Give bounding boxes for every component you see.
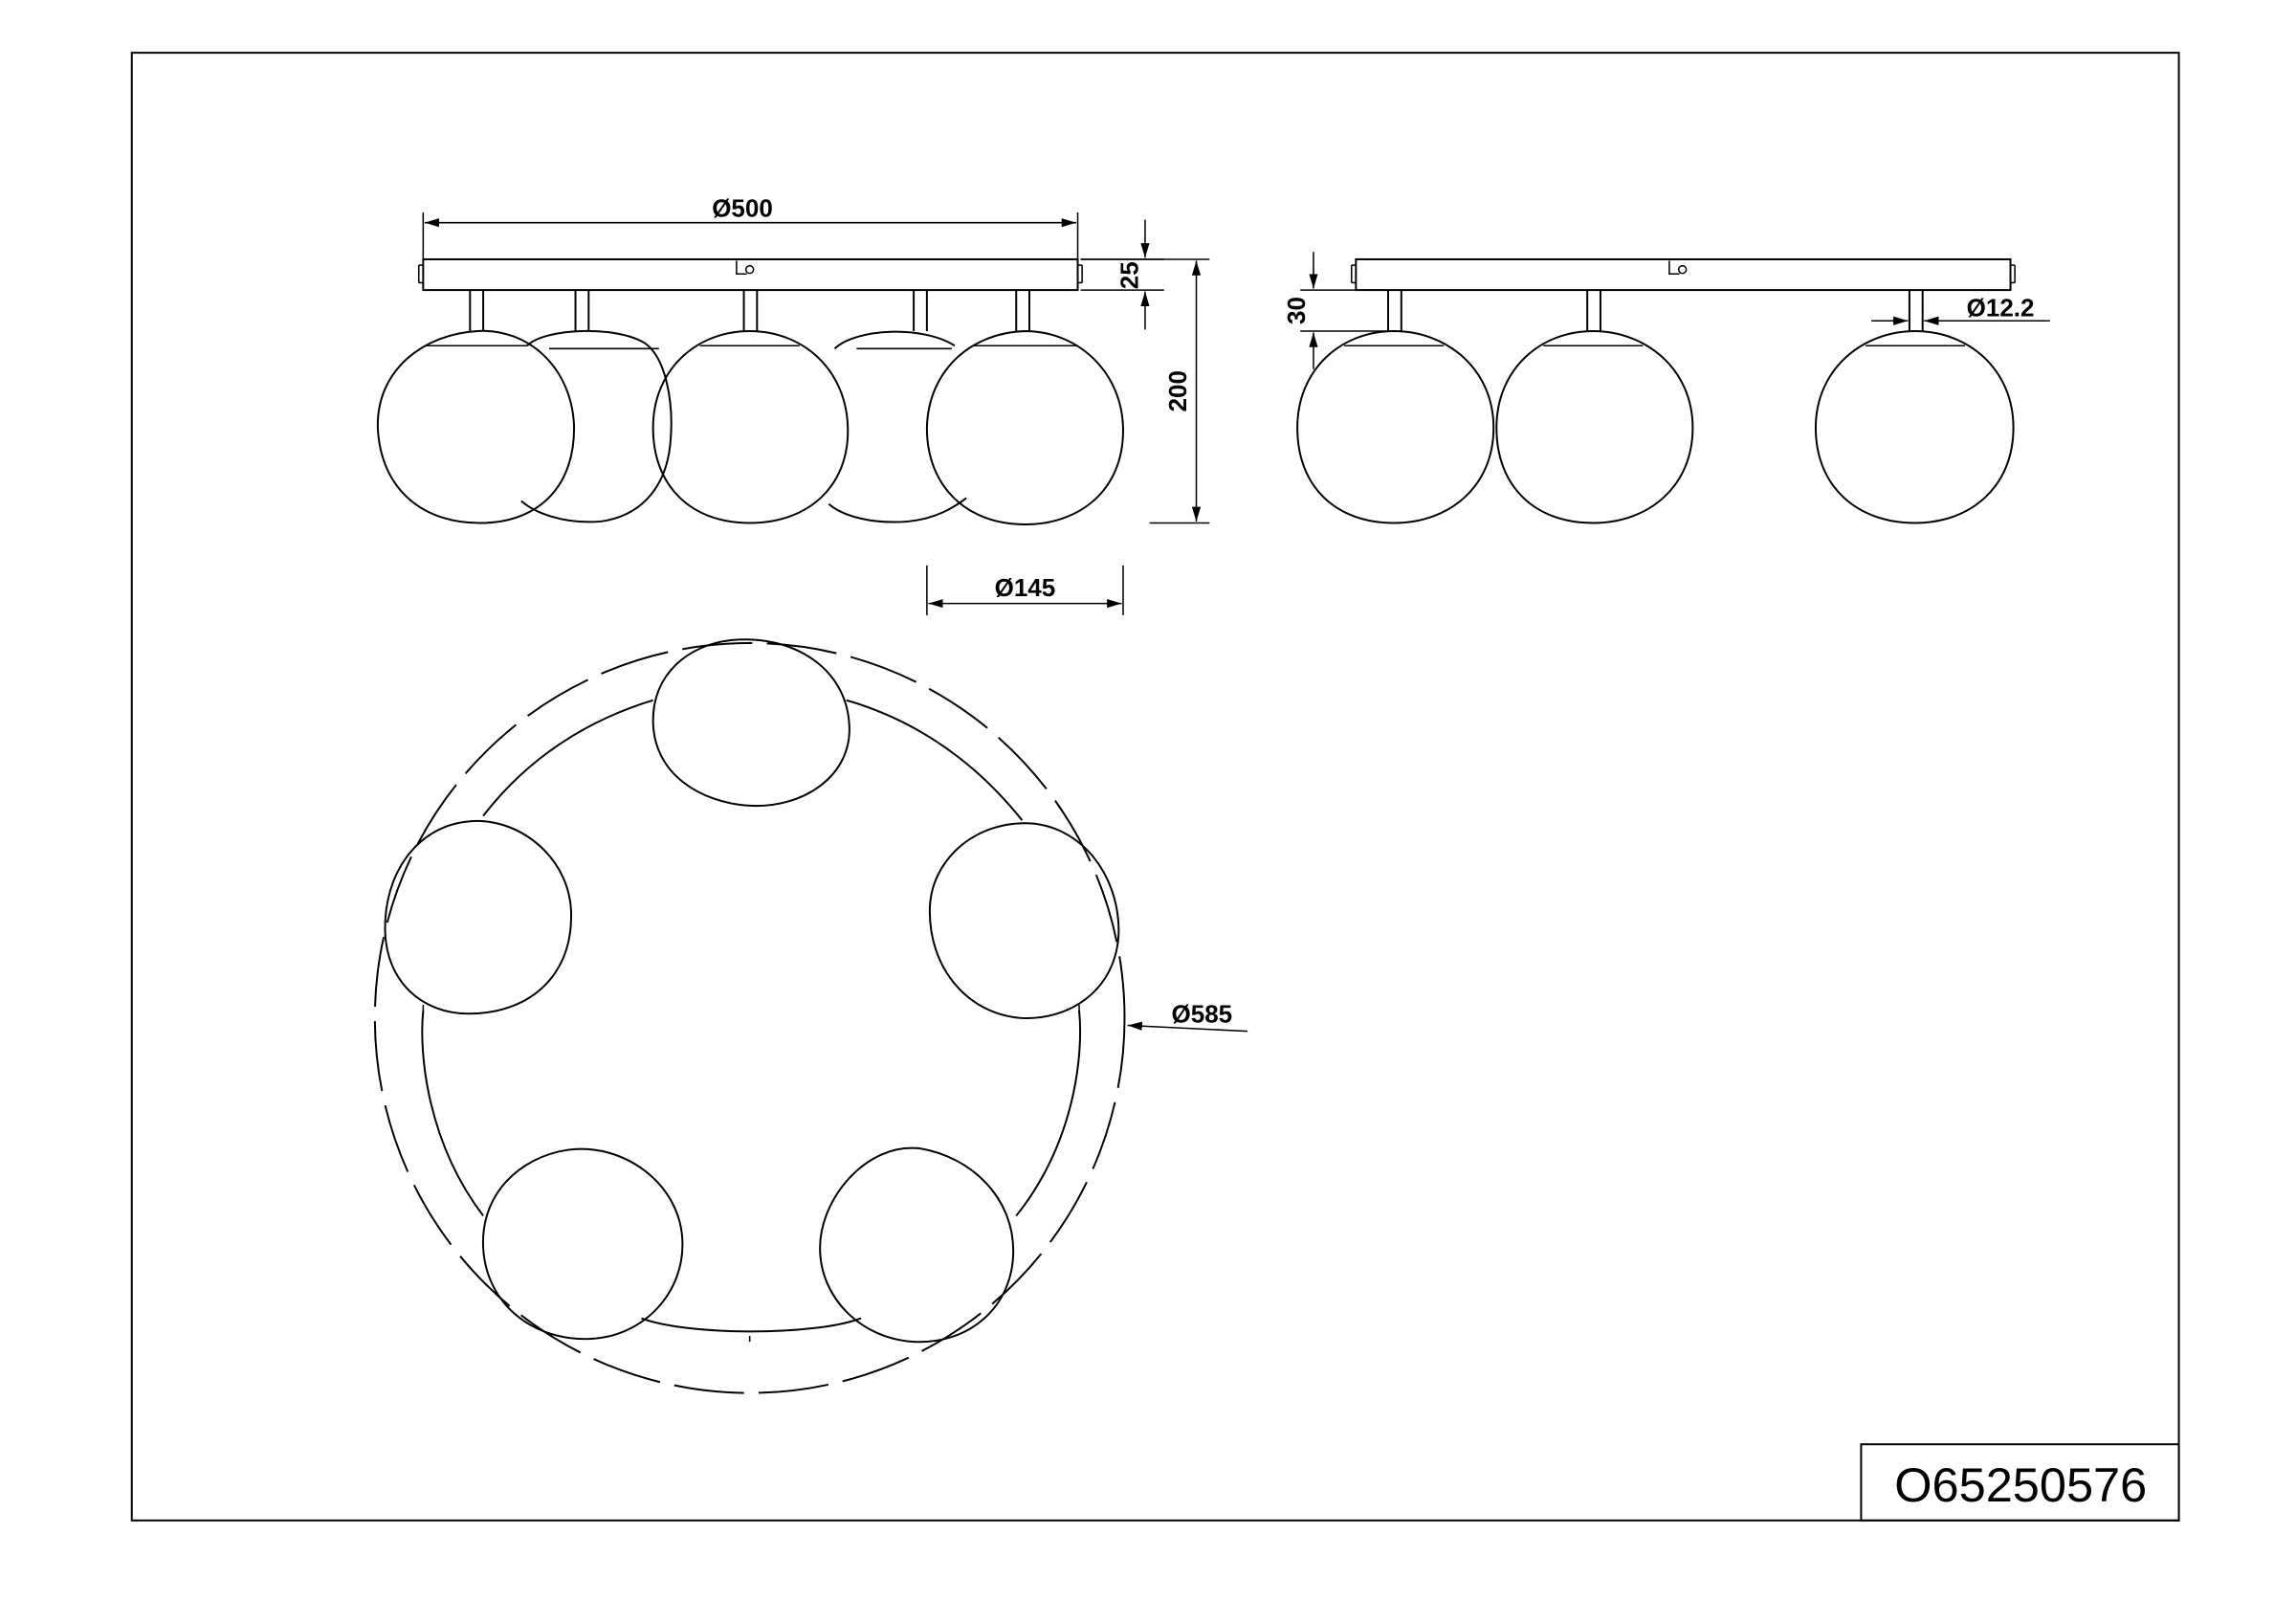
dim-line-overall [1127, 1021, 1248, 1033]
dim-label-width: Ø500 [712, 194, 773, 223]
globe-front-3 [925, 329, 1124, 525]
dim-label-shade: Ø145 [995, 573, 1056, 602]
dim-label-overall: Ø585 [1171, 999, 1232, 1028]
dim-label-arm-diameter: Ø12.2 [1967, 294, 2035, 322]
top-view: Ø585 [373, 638, 1248, 1394]
globe-back-left [520, 329, 673, 523]
side-view: 30 Ø12.2 [1282, 252, 2050, 524]
title-block: O65250576 [1860, 1443, 2180, 1522]
front-view: Ø500 25 200 Ø145 [376, 194, 1210, 615]
product-code: O65250576 [1894, 1457, 2147, 1512]
top-globe-right [928, 822, 1120, 1019]
outer-diameter-circle [373, 641, 1126, 1394]
side-globe-1 [1296, 329, 1495, 524]
top-globe-top [651, 638, 850, 807]
screw-icon [736, 260, 747, 276]
top-globe-left [384, 819, 572, 1015]
globe-front-1 [376, 329, 575, 524]
side-canopy-bar [1355, 257, 2012, 292]
front-arms [469, 290, 1031, 331]
globe-back-right [828, 330, 967, 523]
dim-label-canopy-height: 25 [1115, 261, 1143, 289]
drawing-frame [130, 52, 2180, 1522]
side-globe-2 [1495, 329, 1694, 524]
top-globe-bottom-left [482, 1147, 684, 1341]
side-globe-3 [1814, 329, 2015, 524]
dim-label-arm-height: 30 [1282, 297, 1311, 324]
top-globe-bottom-right [819, 1146, 1015, 1344]
globe-front-2 [651, 329, 850, 524]
dim-label-total-height: 200 [1163, 370, 1192, 411]
canopy-bar [422, 257, 1079, 292]
